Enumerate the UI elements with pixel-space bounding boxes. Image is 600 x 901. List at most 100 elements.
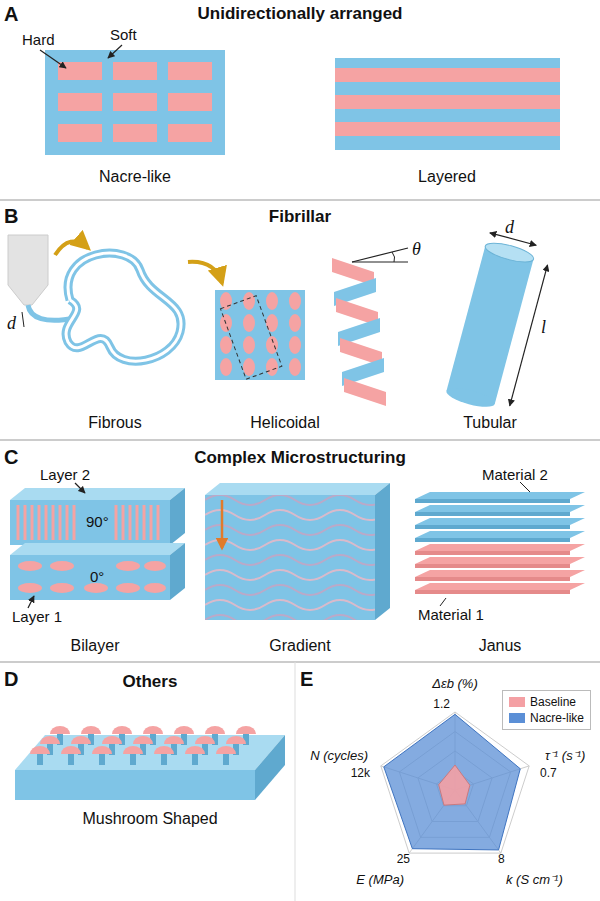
panel-letter: B <box>4 205 18 227</box>
drawing-part <box>18 561 166 593</box>
plate-top <box>415 570 585 577</box>
drawing-part <box>58 62 212 142</box>
wavy-fiber <box>205 540 375 550</box>
legend-row: Nacre-like <box>509 710 584 726</box>
drawing-part <box>18 583 42 593</box>
bilayer-drawing <box>10 483 185 608</box>
mushroom-cap <box>164 736 184 744</box>
part-label: Helicoidal <box>250 414 319 432</box>
drawing-part <box>15 770 255 800</box>
drawing-part <box>445 384 497 410</box>
plate-top <box>415 518 585 525</box>
axis-label: E (MPa) <box>356 872 404 887</box>
drawing-part <box>75 483 85 493</box>
legend-swatch <box>509 713 525 723</box>
layered-structure <box>335 58 560 150</box>
drawing-part <box>170 488 185 545</box>
drawing-part <box>10 543 185 555</box>
panel-title: Complex Microstructuring <box>194 448 406 468</box>
mushroom-stem <box>68 753 74 765</box>
mushroom-cap <box>195 736 215 744</box>
panel-letter: D <box>4 668 18 690</box>
mushroom-cap <box>112 726 132 734</box>
fiber-line <box>150 505 153 540</box>
fiber-ellipse <box>243 314 255 332</box>
mushroom-cap <box>185 746 205 754</box>
fiber-ellipse <box>266 292 278 310</box>
drawing-part <box>446 246 533 404</box>
panel-separators <box>0 200 600 662</box>
drawing-part <box>45 50 225 155</box>
drawing-part <box>215 290 305 380</box>
chart-legend: BaselineNacre-like <box>502 690 591 730</box>
mushroom-cap <box>92 746 112 754</box>
fiber-ellipse <box>289 358 301 376</box>
panel-title: Fibrillar <box>269 207 331 227</box>
drawing-part <box>221 500 224 548</box>
axis-max: 1.2 <box>433 697 450 711</box>
drawing-part <box>15 735 285 770</box>
wavy-fiber <box>205 495 375 505</box>
plate-edge <box>415 525 570 529</box>
janus-drawing <box>415 482 585 606</box>
mushroom-stem <box>37 753 43 765</box>
wavy-fiber <box>205 570 375 580</box>
plate-top <box>415 583 585 590</box>
drawing-part <box>10 555 170 600</box>
mushroom-stem <box>192 753 198 765</box>
drawing-part <box>66 253 181 361</box>
plate-edge <box>415 499 570 503</box>
drawing-part <box>58 93 102 111</box>
drawing-part <box>170 543 185 600</box>
helix-segment <box>344 378 386 406</box>
drawing-part <box>50 561 74 571</box>
drawing-part <box>113 124 157 142</box>
wavy-fiber <box>205 510 375 520</box>
part-label: 90° <box>86 513 109 531</box>
plate-top <box>415 557 585 564</box>
legend-row: Baseline <box>509 694 584 710</box>
drawing-part <box>220 292 301 376</box>
wavy-fiber <box>205 555 375 565</box>
drawing-part <box>0 199 600 200</box>
fiber-line <box>122 505 125 540</box>
drawing-part <box>335 95 560 109</box>
drawing-part <box>116 561 140 571</box>
mushroom-stem <box>130 753 136 765</box>
part-label: Hard <box>22 31 55 49</box>
drawing-part <box>58 124 102 142</box>
mushroom-drawing <box>15 726 285 800</box>
part-label: 0° <box>90 568 104 586</box>
drawing-part <box>335 58 560 150</box>
drawing-part <box>58 62 102 80</box>
part-label: Material 2 <box>482 466 548 484</box>
mushroom-cap <box>205 726 225 734</box>
mushroom-stem <box>223 753 229 765</box>
mushroom-cap <box>226 736 246 744</box>
fiber-line <box>52 505 55 540</box>
axis-max: 25 <box>397 852 410 866</box>
part-label: Tubular <box>463 414 517 432</box>
drawing-part <box>108 45 122 58</box>
fiber-ellipse <box>220 358 232 376</box>
axis-label: k (S cm⁻¹) <box>506 872 563 887</box>
helicoidal-drawing <box>188 248 408 406</box>
mushroom-cap <box>236 726 256 734</box>
part-label: d <box>505 218 514 236</box>
drawing-part <box>205 483 390 495</box>
drawing-part <box>392 252 395 262</box>
fiber-line <box>73 505 76 540</box>
fiber-ellipse <box>243 292 255 310</box>
part-label: Layered <box>418 168 476 186</box>
drawing-part <box>116 583 140 593</box>
fiber-line <box>129 505 132 540</box>
radar-ring <box>381 712 529 853</box>
fiber-ellipse <box>289 292 301 310</box>
fiber-line <box>59 505 62 540</box>
drawing-part <box>332 258 386 406</box>
drawing-part <box>220 296 281 379</box>
wavy-fiber <box>205 600 375 610</box>
drawing-part <box>520 482 530 492</box>
part-label: Bilayer <box>71 637 120 655</box>
fiber-ellipse <box>289 314 301 332</box>
